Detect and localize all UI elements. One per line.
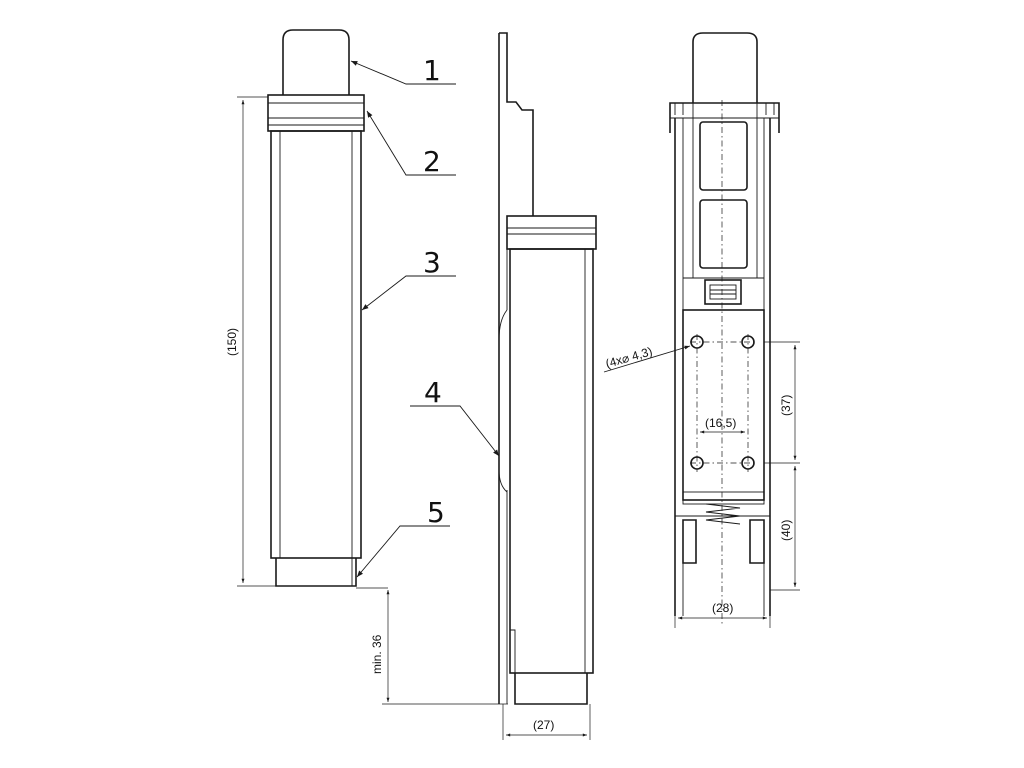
callout-leaders-front	[350, 60, 456, 578]
callout-1: 1	[423, 54, 441, 87]
callout-3: 3	[423, 246, 441, 279]
dim-hole-spacing-h: (16,5)	[705, 416, 736, 430]
mounting-plate	[499, 32, 534, 216]
dim-side-width: (27)	[533, 718, 554, 732]
collar-part-2	[267, 94, 365, 132]
back-latch	[704, 279, 742, 305]
side-body	[509, 248, 594, 674]
housing-part-3	[270, 130, 362, 559]
dim-lower-offset: (40)	[779, 520, 793, 541]
side-collar	[506, 215, 597, 250]
side-view	[498, 32, 597, 705]
overall-length-dimension	[237, 96, 276, 587]
side-plunger	[514, 673, 588, 705]
hole-callout-leader	[603, 345, 691, 373]
side-width-dimension	[502, 704, 591, 740]
cap-part-1	[282, 29, 350, 95]
spring	[705, 503, 741, 525]
min-clearance-dimension	[356, 587, 508, 705]
mount-part-4	[498, 309, 508, 493]
back-view	[669, 32, 780, 624]
back-mounting-plate	[682, 309, 765, 501]
back-window-lower	[699, 199, 748, 269]
callout-2: 2	[423, 145, 441, 178]
dim-overall-length: (150)	[225, 328, 239, 356]
back-top-tab	[692, 32, 758, 103]
vertical-dimensions	[764, 341, 800, 591]
dim-hole-spacing-v: (37)	[779, 395, 793, 416]
back-width-dimension	[674, 616, 771, 628]
callout-4: 4	[424, 376, 442, 409]
dim-back-width: (28)	[712, 601, 733, 615]
callout-5: 5	[427, 496, 445, 529]
plunger-part-5	[275, 558, 357, 587]
dim-holes: (4x⌀ 4,3)	[604, 344, 654, 371]
callout-leader-4	[410, 405, 500, 457]
back-window-upper	[699, 121, 748, 191]
front-view	[267, 29, 365, 587]
dim-min-clearance: min. 36	[370, 634, 384, 674]
